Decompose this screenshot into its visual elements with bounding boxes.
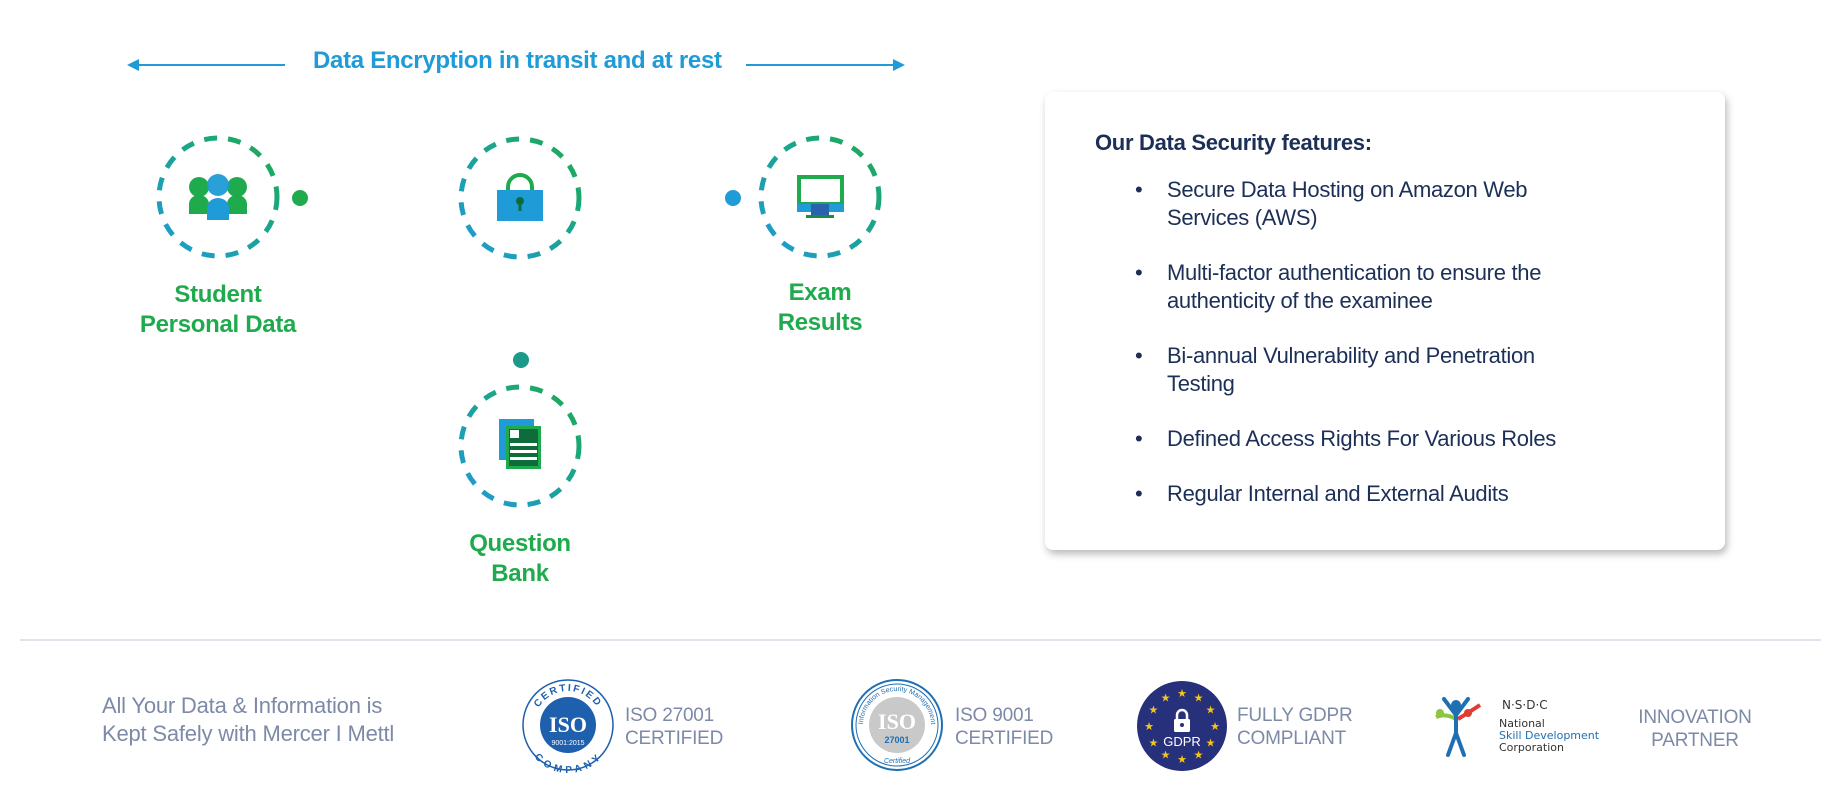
iso-certified-company-badge-icon: CERTIFIED COMPANY ISO 9001:2015 bbox=[522, 679, 614, 773]
arrow-right-icon bbox=[746, 59, 905, 71]
svg-text:N·S·D·C: N·S·D·C bbox=[1502, 698, 1548, 712]
badge-label-iso-9001: ISO 9001 CERTIFIED bbox=[955, 704, 1053, 750]
star-icon: ★ bbox=[1148, 737, 1158, 750]
node-label-line: Bank bbox=[491, 560, 549, 587]
badge-label-gdpr: FULLY GDPR COMPLIANT bbox=[1237, 704, 1353, 750]
node-label-exam: Exam Results bbox=[720, 278, 920, 338]
badge-label-line: CERTIFIED bbox=[955, 728, 1054, 749]
document-icon bbox=[499, 419, 541, 469]
node-label-line: Question bbox=[469, 530, 571, 557]
node-ring-exam bbox=[758, 135, 882, 259]
connector-encryption-exam bbox=[593, 190, 741, 206]
features-list: • Secure Data Hosting on Amazon Web Serv… bbox=[1135, 176, 1615, 535]
svg-text:ISO: ISO bbox=[549, 712, 587, 737]
section-divider bbox=[20, 639, 1821, 641]
card-title: Our Data Security features: bbox=[1095, 130, 1372, 155]
feature-line: Secure Data Hosting on Amazon Web bbox=[1167, 177, 1528, 202]
star-icon: ★ bbox=[1194, 749, 1204, 762]
bullet-icon: • bbox=[1135, 260, 1143, 285]
badge-label-line: ISO 27001 bbox=[625, 705, 715, 726]
badge-label-iso-27001: ISO 27001 CERTIFIED bbox=[625, 704, 723, 750]
feature-line: Defined Access Rights For Various Roles bbox=[1167, 426, 1556, 451]
feature-item: • Multi-factor authentication to ensure … bbox=[1135, 259, 1615, 315]
monitor-icon bbox=[797, 175, 844, 218]
feature-line: Multi-factor authentication to ensure th… bbox=[1167, 260, 1542, 285]
connector-encryption-question bbox=[513, 270, 529, 368]
bullet-icon: • bbox=[1135, 343, 1143, 368]
star-icon: ★ bbox=[1194, 691, 1204, 704]
nsdc-logo-icon: N·S·D·C National Skill Development Corpo… bbox=[1435, 697, 1600, 757]
security-features-card: Our Data Security features: • Secure Dat… bbox=[1045, 92, 1725, 550]
node-ring-question bbox=[458, 384, 582, 508]
footer-tagline: All Your Data & Information is Kept Safe… bbox=[102, 692, 394, 748]
node-ring-student bbox=[156, 135, 280, 259]
node-label-line: Results bbox=[777, 309, 863, 336]
badge-label-line: FULLY GDPR bbox=[1237, 705, 1353, 726]
padlock-icon bbox=[497, 173, 543, 221]
node-label-question: Question Bank bbox=[420, 529, 620, 589]
star-icon: ★ bbox=[1206, 704, 1216, 717]
feature-line: authenticity of the examinee bbox=[1167, 288, 1433, 313]
star-icon: ★ bbox=[1177, 687, 1187, 700]
arrow-left-icon bbox=[127, 59, 285, 71]
node-ring-encryption bbox=[458, 136, 582, 260]
connector-dot bbox=[292, 190, 308, 206]
badge-label-nsdc: INNOVATION PARTNER bbox=[1630, 706, 1760, 752]
badge-label-line: ISO 9001 bbox=[955, 705, 1034, 726]
svg-text:27001: 27001 bbox=[884, 735, 909, 745]
star-icon: ★ bbox=[1210, 720, 1220, 733]
bullet-icon: • bbox=[1135, 481, 1143, 506]
badge-label-line: INNOVATION bbox=[1638, 707, 1752, 728]
svg-text:9001:2015: 9001:2015 bbox=[551, 740, 584, 747]
star-icon: ★ bbox=[1177, 753, 1187, 766]
svg-text:National: National bbox=[1499, 717, 1545, 730]
node-label-line: Personal Data bbox=[139, 311, 297, 338]
padlock-icon bbox=[1174, 708, 1190, 732]
star-icon: ★ bbox=[1206, 737, 1216, 750]
people-group-icon bbox=[189, 174, 247, 220]
svg-text:Certified: Certified bbox=[884, 758, 911, 765]
star-icon: ★ bbox=[1144, 720, 1154, 733]
tagline-line: Kept Safely with Mercer I Mettl bbox=[102, 721, 395, 746]
connector-dot bbox=[725, 190, 741, 206]
feature-line: Bi-annual Vulnerability and Penetration bbox=[1167, 343, 1535, 368]
star-icon: ★ bbox=[1161, 691, 1171, 704]
bullet-icon: • bbox=[1135, 177, 1143, 202]
iso-27001-badge-icon: Information Security Management ISO 2700… bbox=[851, 679, 943, 771]
star-icon: ★ bbox=[1148, 704, 1158, 717]
svg-text:Skill Development: Skill Development bbox=[1499, 729, 1600, 742]
feature-item: • Regular Internal and External Audits bbox=[1135, 480, 1615, 508]
bullet-icon: • bbox=[1135, 426, 1143, 451]
encryption-arrows bbox=[127, 59, 905, 71]
node-label-line: Student bbox=[174, 281, 262, 308]
node-label-line: Exam bbox=[788, 279, 852, 306]
node-label-student: Student Personal Data bbox=[118, 280, 318, 340]
badge-label-line: PARTNER bbox=[1651, 730, 1739, 751]
svg-text:GDPR: GDPR bbox=[1163, 734, 1201, 749]
feature-line: Regular Internal and External Audits bbox=[1167, 481, 1509, 506]
gdpr-badge-icon: ★★★★★★★★★★★★ GDPR bbox=[1137, 681, 1227, 771]
connector-student-encryption bbox=[292, 190, 442, 206]
feature-line: Services (AWS) bbox=[1167, 205, 1318, 230]
feature-item: • Bi-annual Vulnerability and Penetratio… bbox=[1135, 342, 1615, 398]
svg-text:ISO: ISO bbox=[878, 709, 916, 734]
feature-item: • Secure Data Hosting on Amazon Web Serv… bbox=[1135, 176, 1615, 232]
encryption-title: Data Encryption in transit and at rest bbox=[313, 47, 722, 74]
feature-line: Testing bbox=[1167, 371, 1235, 396]
feature-item: • Defined Access Rights For Various Role… bbox=[1135, 425, 1615, 453]
svg-text:Corporation: Corporation bbox=[1499, 741, 1564, 754]
data-flow-diagram bbox=[156, 135, 882, 508]
nsdc-figures-icon bbox=[1435, 697, 1482, 757]
tagline-line: All Your Data & Information is bbox=[102, 693, 383, 718]
badge-label-line: COMPLIANT bbox=[1237, 728, 1347, 749]
badge-label-line: CERTIFIED bbox=[625, 728, 724, 749]
connector-dot bbox=[513, 352, 529, 368]
star-icon: ★ bbox=[1161, 749, 1171, 762]
